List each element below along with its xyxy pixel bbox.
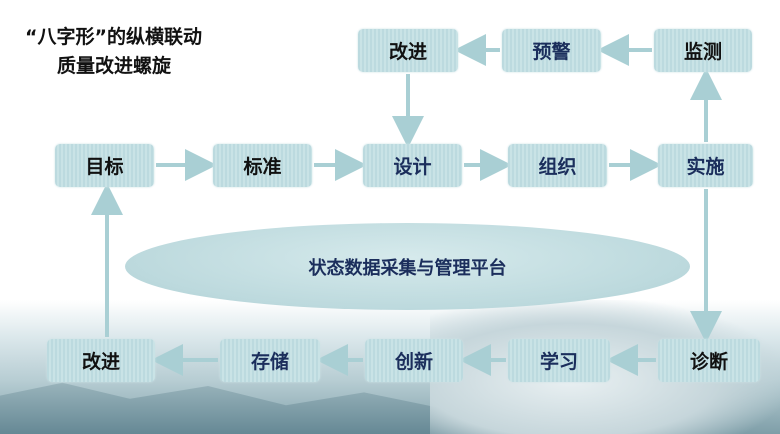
box-goal: 目标 [55,144,154,187]
box-improve-bottom: 改进 [47,339,155,382]
box-innovate: 创新 [365,339,463,382]
box-organize: 组织 [508,144,607,187]
box-monitor: 监测 [654,29,752,72]
platform-ellipse: 状态数据采集与管理平台 [125,223,690,310]
box-design: 设计 [363,144,462,187]
box-standard: 标准 [213,144,312,187]
box-implement: 实施 [658,144,753,187]
box-learn: 学习 [508,339,610,382]
box-warning: 预警 [502,29,601,72]
box-improve-top: 改进 [358,29,458,72]
box-diagnose: 诊断 [658,339,760,382]
title-line-1: “八字形”的纵横联动 [25,26,202,48]
box-store: 存储 [220,339,320,382]
title-line-2: 质量改进螺旋 [57,55,172,77]
